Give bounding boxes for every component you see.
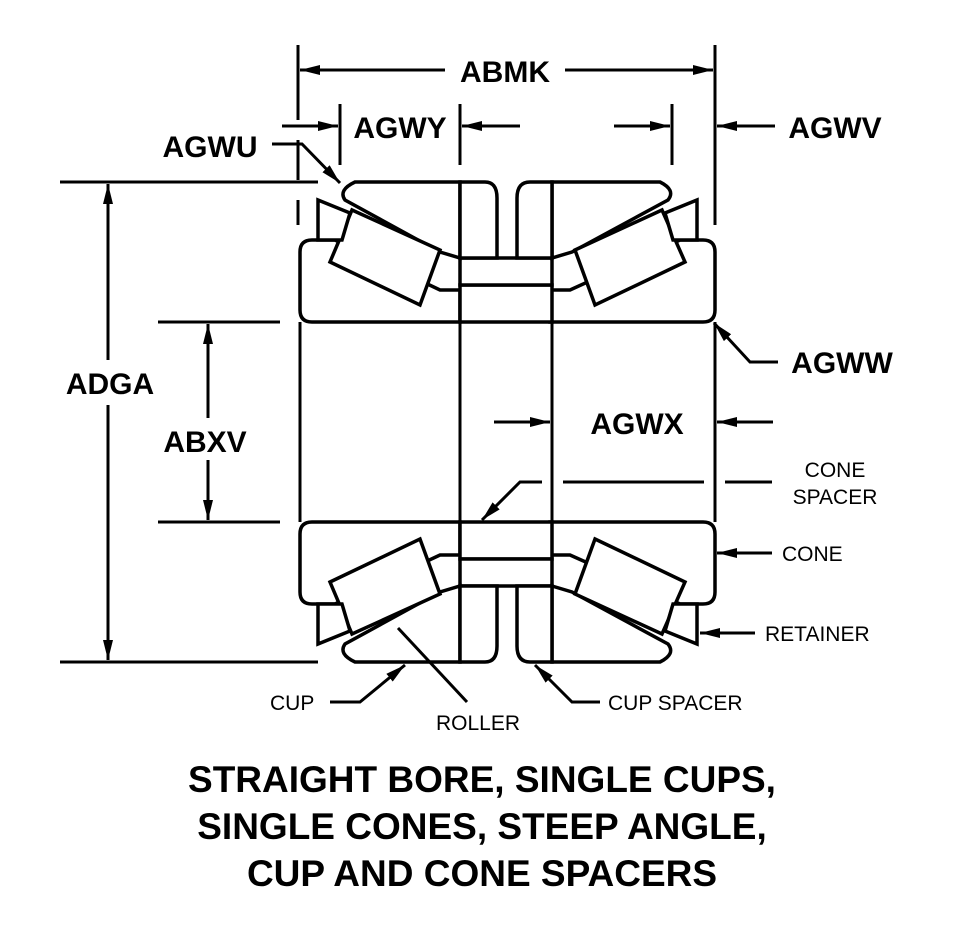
part-label-cone-spacer-1: CONE — [805, 459, 866, 482]
retainer-upper-left — [316, 197, 353, 242]
lower-section — [298, 520, 717, 664]
dim-label-agwv: AGWV — [788, 112, 881, 145]
title-line-2: SINGLE CONES, STEEP ANGLE, — [197, 806, 767, 847]
dimension-lines — [60, 45, 778, 704]
dim-label-agww: AGWW — [791, 347, 893, 380]
roller-upper-left — [327, 207, 443, 308]
part-label-retainer: RETAINER — [765, 623, 870, 646]
part-label-cup: CUP — [270, 692, 314, 715]
cup-spacer-upper-left — [458, 180, 499, 260]
retainer-lower-right — [662, 602, 699, 647]
bore-outline — [298, 182, 717, 522]
dim-label-agwu: AGWU — [163, 131, 258, 164]
cup-spacer-lower-right — [515, 584, 554, 664]
dim-label-adga: ADGA — [66, 368, 154, 401]
cup-spacer-lower-left — [458, 584, 499, 664]
part-label-cup-spacer: CUP SPACER — [608, 692, 743, 715]
retainer-lower-left — [316, 602, 353, 647]
part-label-roller: ROLLER — [436, 712, 520, 735]
part-label-cone-spacer-2: SPACER — [793, 486, 878, 509]
cup-lower-right — [550, 583, 673, 664]
title-line-3: CUP AND CONE SPACERS — [247, 853, 717, 894]
roller-upper-right — [572, 207, 688, 308]
roller-lower-right — [572, 536, 688, 637]
spacer-gap-upper — [458, 256, 554, 287]
cup-upper-left — [341, 180, 462, 261]
cup-upper-right — [550, 180, 673, 261]
dim-label-abxv: ABXV — [163, 426, 246, 459]
cone-spacer-lower — [458, 520, 554, 561]
cone-spacer-upper — [458, 283, 554, 324]
cup-spacer-upper-right — [515, 180, 554, 260]
dim-label-agwy: AGWY — [353, 112, 446, 145]
dim-label-abmk: ABMK — [460, 56, 550, 89]
part-label-cone: CONE — [782, 543, 843, 566]
dim-label-agwx: AGWX — [590, 408, 683, 441]
spacer-gap-lower — [458, 557, 554, 588]
cup-lower-left — [341, 583, 462, 664]
upper-section — [298, 180, 717, 324]
title-line-1: STRAIGHT BORE, SINGLE CUPS, — [188, 759, 776, 800]
retainer-upper-right — [662, 197, 699, 242]
